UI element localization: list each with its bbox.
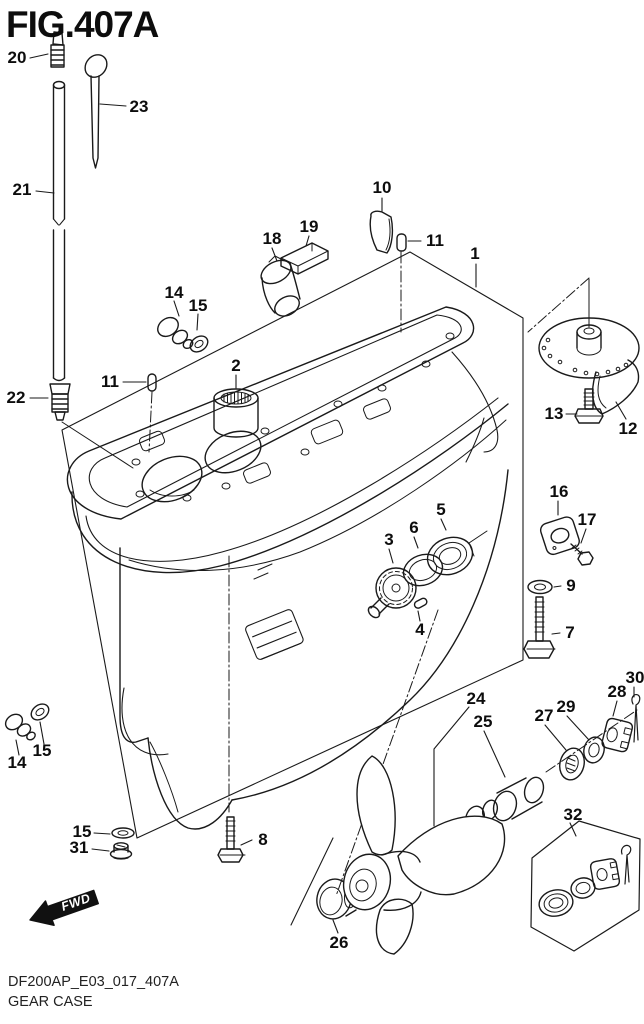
part-20-stud: [51, 32, 64, 67]
part-3-gear: [366, 568, 416, 620]
callout-32: 32: [563, 805, 583, 824]
propeller: [338, 756, 505, 954]
callout-31: 31: [69, 838, 89, 857]
gear-case-flange: [67, 307, 497, 519]
part-16-block: [539, 515, 581, 556]
figure-caption: GEAR CASE: [8, 994, 93, 1010]
exploded-view-frame-lines: [62, 252, 523, 925]
part-2-bearing: [214, 389, 258, 437]
callout-20: 20: [7, 48, 27, 67]
callout-23: 23: [129, 97, 149, 116]
callout-7: 7: [565, 623, 575, 642]
callout-1: 1: [470, 244, 480, 263]
callout-26: 26: [329, 933, 349, 952]
callout-28: 28: [607, 682, 627, 701]
callout-30: 30: [625, 668, 644, 687]
fwd-direction-arrow: FWD: [30, 890, 98, 925]
drawing-code: DF200AP_E03_017_407A: [8, 974, 179, 990]
callout-18: 18: [262, 229, 282, 248]
callout-19: 19: [299, 217, 319, 236]
callout-5: 5: [436, 500, 446, 519]
callout-6: 6: [409, 518, 419, 537]
part-15-washer-upper: [187, 333, 211, 355]
callout-15-lower-left: 15: [32, 741, 52, 760]
part-21-water-tube: [54, 82, 65, 381]
part-7-bolt: [524, 597, 555, 658]
callout-9: 9: [566, 576, 576, 595]
callout-14-lower: 14: [7, 753, 27, 772]
part-12-trim-tab: [539, 279, 639, 414]
callout-27: 27: [534, 706, 554, 725]
part-5-seal: [422, 531, 487, 581]
part-9-washer: [528, 581, 552, 594]
part-15-washer-drain: [112, 828, 134, 838]
figure-title: FIG.407A: [6, 4, 159, 45]
callout-13: 13: [544, 404, 564, 423]
callout-4: 4: [415, 620, 425, 639]
part-8-bolt: [218, 817, 245, 862]
part-22-fitting: [50, 384, 133, 468]
callout-3: 3: [384, 530, 394, 549]
callout-21: 21: [12, 180, 32, 199]
water-intake-grille: [244, 608, 304, 660]
callout-10: 10: [372, 178, 392, 197]
part-31-drain-plug: [111, 843, 132, 859]
part-11-pin-upper: [397, 234, 406, 251]
part-14-plug-lower: [3, 711, 37, 741]
callout-17: 17: [577, 510, 597, 529]
part-13-bolt: [575, 389, 603, 423]
part-15-washer-lower-left: [28, 701, 52, 723]
callout-leader-lines: [16, 54, 634, 933]
part-4-pin: [413, 597, 428, 609]
part-17-bolt: [571, 544, 593, 565]
callout-14-upper: 14: [164, 283, 184, 302]
part-27-washer: [556, 746, 587, 783]
part-11-pin-left: [148, 374, 156, 391]
part-10-anode: [370, 211, 392, 253]
callout-12: 12: [618, 419, 638, 438]
callout-24: 24: [466, 689, 486, 708]
callout-15-drain: 15: [72, 822, 92, 841]
part-30-cotter-pin: [632, 695, 640, 742]
part-19-bracket: [281, 243, 328, 274]
part-28-castle-nut: [601, 717, 633, 752]
callout-2: 2: [231, 356, 241, 375]
callout-8: 8: [258, 830, 268, 849]
part-32-kit: [531, 821, 640, 951]
callout-29: 29: [556, 697, 576, 716]
gear-case-body: [72, 398, 508, 829]
callout-11-left: 11: [101, 372, 119, 391]
part-14-plug-upper: [154, 314, 194, 350]
callout-25: 25: [473, 712, 493, 731]
callout-11-upper: 11: [426, 231, 444, 250]
callout-15-upper: 15: [188, 296, 208, 315]
part-23-rod: [81, 50, 112, 168]
callout-22: 22: [6, 388, 26, 407]
part-29-washer: [581, 735, 607, 765]
callout-16: 16: [549, 482, 569, 501]
